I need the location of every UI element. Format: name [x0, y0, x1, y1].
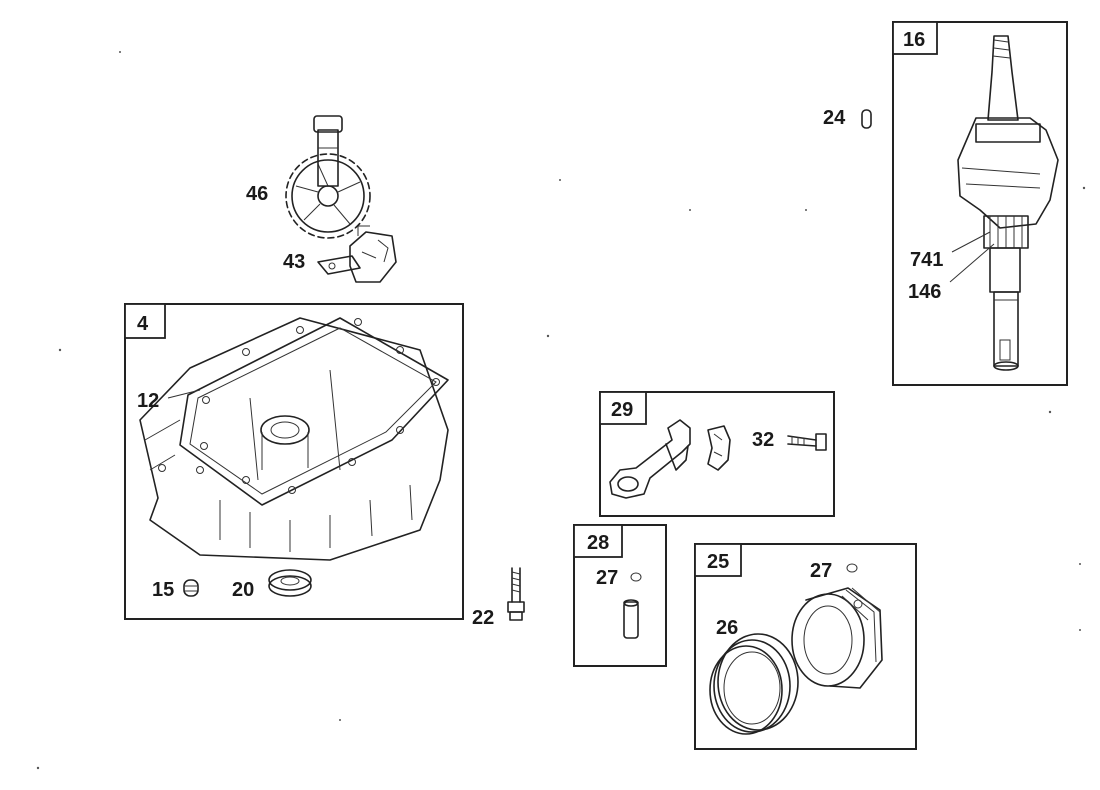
- gear-rim: [291, 159, 365, 233]
- governor-crank-43: 43: [283, 225, 397, 283]
- label-27-box25: 27: [810, 560, 832, 582]
- gear-shaft: [317, 129, 339, 187]
- label-22: 22: [472, 607, 494, 629]
- box-16-tag: [892, 21, 938, 55]
- crank-top-thread: [992, 39, 1011, 59]
- box-25-number: 25: [707, 551, 729, 573]
- box-28-number: 28: [587, 532, 609, 554]
- label-15: 15: [152, 579, 174, 601]
- governor-gear-46: 46: [246, 115, 371, 239]
- label-24: 24: [823, 107, 846, 129]
- leader-12: [167, 389, 201, 399]
- rod-small-end: [617, 476, 639, 492]
- label-46: 46: [246, 183, 268, 205]
- rod-big-end: [665, 443, 689, 471]
- rod-body: [609, 419, 691, 499]
- box-16-number: 16: [903, 29, 925, 51]
- sump-flange-lines: [144, 419, 181, 471]
- label-20: 20: [232, 579, 254, 601]
- piston-rings-26-drawing: [709, 633, 799, 735]
- box-29-frame: [599, 391, 835, 517]
- bearing-bore: [270, 421, 300, 439]
- gasket-bolt-holes: [158, 318, 440, 494]
- box-29-number: 29: [611, 399, 633, 421]
- bolt-22-head: [507, 601, 525, 613]
- crank-main-journal: [975, 123, 1041, 143]
- box-4-frame: [124, 303, 464, 620]
- box-25-frame: [694, 543, 917, 750]
- retainer-27-box25-drawing: [846, 563, 858, 573]
- scan-specks: [36, 51, 1086, 770]
- sump-ribs: [249, 369, 341, 481]
- box-29-tag: [599, 391, 647, 425]
- box-28-tag: [573, 524, 623, 558]
- key-24: 24: [823, 107, 872, 129]
- bolt-22-thread: [511, 571, 521, 593]
- crank-pto-shaft: [993, 291, 1019, 367]
- sump-lower-ribs: [219, 484, 413, 552]
- group-25-piston: 25 27 26: [694, 543, 917, 750]
- label-146: 146: [908, 281, 941, 303]
- crank-counterweight: [957, 117, 1059, 229]
- bolt-22: 22: [472, 567, 525, 629]
- gear-spokes: [295, 163, 361, 225]
- box-4-tag: [124, 303, 166, 339]
- crank-pin-lines: [961, 167, 1041, 189]
- retainer-27-box28-drawing: [630, 572, 642, 582]
- piston-pin-boss: [853, 599, 863, 609]
- group-29-connecting-rod: 29 32: [599, 391, 835, 517]
- plug-15-drawing: [183, 579, 199, 597]
- label-12: 12: [137, 390, 159, 412]
- key-24-drawing: [861, 109, 872, 129]
- box-25-tag: [694, 543, 742, 577]
- gear-hub: [317, 185, 339, 207]
- label-32: 32: [752, 429, 774, 451]
- label-27-box28: 27: [596, 567, 618, 589]
- gasket-outline: [179, 317, 449, 506]
- piston-drawing: [791, 587, 883, 689]
- crankcase-sump-drawing: [139, 317, 449, 561]
- piston-pin-drawing: [623, 599, 639, 639]
- group-28-piston-pin: 28 27: [573, 524, 667, 667]
- crank-gear-teeth: [989, 216, 1023, 248]
- leader-146: [949, 243, 995, 283]
- seal-20-drawing: [268, 569, 312, 597]
- crankshaft-drawing: [957, 35, 1059, 371]
- piston-ring-grooves: [841, 587, 881, 663]
- label-26: 26: [716, 617, 738, 639]
- connecting-rod-drawing: [609, 419, 731, 499]
- bearing-boss: [260, 415, 310, 445]
- label-741: 741: [910, 249, 943, 271]
- crank-lower-shaft: [989, 247, 1021, 293]
- crank-body: [349, 231, 397, 283]
- group-4-crankcase-cover: 4: [124, 303, 464, 620]
- gasket-inner-outline: [189, 327, 437, 495]
- group-16-crankshaft: 16 741 146: [892, 21, 1068, 386]
- crank-top-taper: [987, 35, 1019, 121]
- crank-tab: [317, 255, 361, 275]
- gear-teeth: [285, 153, 371, 239]
- box-16-frame: [892, 21, 1068, 386]
- gear-shaft-cap: [313, 115, 343, 133]
- box-4-number: 4: [137, 313, 149, 335]
- leader-741: [951, 231, 991, 253]
- label-43: 43: [283, 251, 305, 273]
- sump-base-outline: [139, 317, 449, 561]
- crank-spring: [357, 225, 389, 263]
- rod-bolt-32-drawing: [787, 433, 827, 451]
- crank-keyway: [994, 299, 1018, 361]
- rod-cap: [707, 425, 731, 471]
